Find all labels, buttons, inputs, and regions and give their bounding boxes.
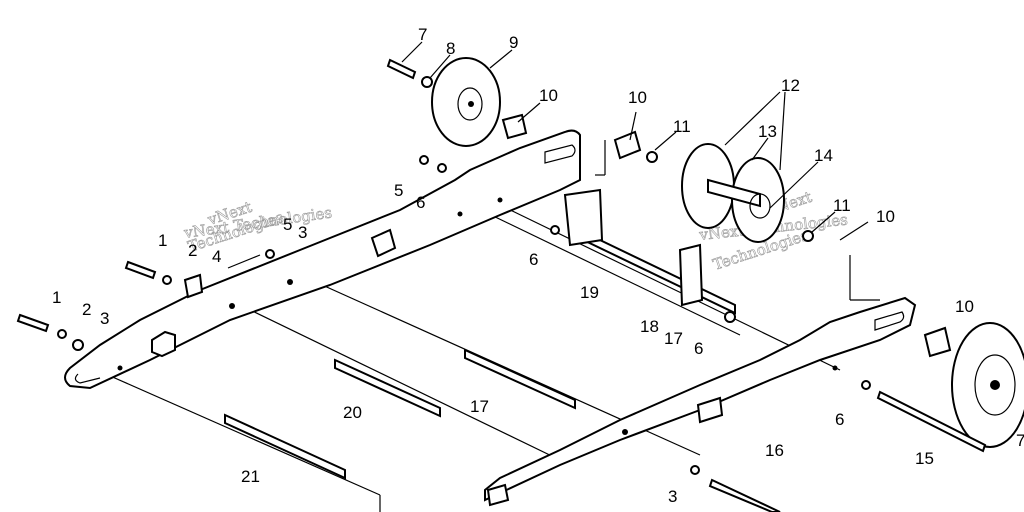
part-label: 20 bbox=[343, 403, 362, 422]
part-label: 7 bbox=[1016, 431, 1024, 450]
part-label: 4 bbox=[212, 247, 221, 266]
part-label: 18 bbox=[640, 317, 659, 336]
part-label: 1 bbox=[158, 231, 167, 250]
part-label: 17 bbox=[470, 397, 489, 416]
part-label: 11 bbox=[833, 196, 851, 215]
part-label: 10 bbox=[955, 297, 974, 316]
hardware bbox=[16, 58, 987, 512]
part-label: 8 bbox=[446, 39, 455, 58]
watermark-left-inline: vNext Technologies bbox=[182, 203, 333, 242]
brackets bbox=[183, 113, 952, 358]
part-label: 17 bbox=[664, 329, 683, 348]
part-label: 3 bbox=[668, 487, 677, 506]
left-rail bbox=[64, 129, 581, 390]
part-label: 3 bbox=[100, 309, 109, 328]
part-label: 5 bbox=[283, 215, 292, 234]
part-label: 9 bbox=[509, 33, 518, 52]
right-rail bbox=[484, 296, 917, 507]
part-label: 15 bbox=[915, 449, 934, 468]
part-label: 1 bbox=[52, 288, 61, 307]
part-label: 10 bbox=[539, 86, 558, 105]
label-leaders bbox=[401, 41, 869, 241]
part-number-labels: 7 8 9 10 10 11 12 13 14 11 10 5 6 5 3 4 … bbox=[52, 25, 1024, 506]
part-label: 6 bbox=[835, 410, 844, 429]
part-label: 2 bbox=[188, 241, 197, 260]
part-label: 10 bbox=[876, 207, 895, 226]
part-label: 2 bbox=[82, 300, 91, 319]
part-label: 6 bbox=[416, 193, 425, 212]
part-label: 10 bbox=[628, 88, 647, 107]
part-label: 11 bbox=[673, 117, 691, 136]
part-label: 6 bbox=[694, 339, 703, 358]
wheels bbox=[431, 57, 1024, 448]
part-label: 3 bbox=[298, 223, 307, 242]
part-label: 6 bbox=[529, 250, 538, 269]
part-label: 21 bbox=[241, 467, 260, 486]
part-label: 5 bbox=[394, 181, 403, 200]
part-label: 13 bbox=[758, 122, 777, 141]
part-label: 7 bbox=[418, 25, 427, 44]
part-label: 14 bbox=[814, 146, 833, 165]
part-label: 12 bbox=[781, 76, 800, 95]
part-label: 19 bbox=[580, 283, 599, 302]
part-label: 16 bbox=[765, 441, 784, 460]
